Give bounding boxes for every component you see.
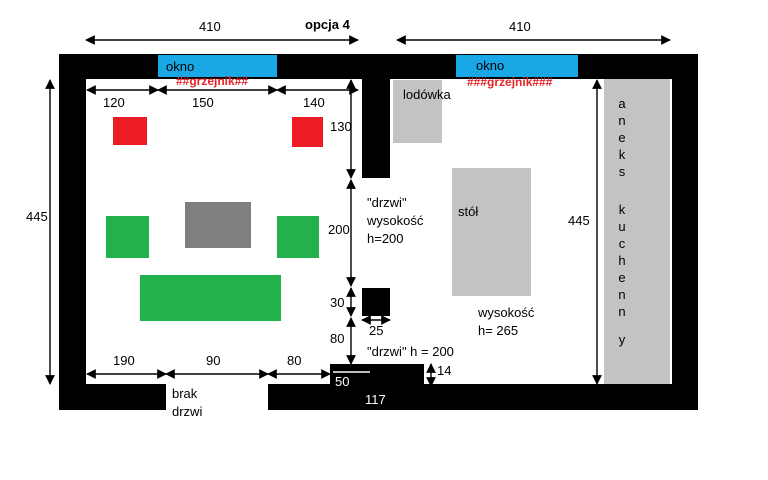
top-seg1-label: 120 <box>103 95 125 110</box>
top-left-width-label: 410 <box>199 19 221 34</box>
sofa <box>140 275 281 321</box>
table-label: stół <box>458 204 478 219</box>
outer-wall-left <box>59 54 86 410</box>
radiator-right <box>292 117 323 147</box>
right-room-height-label: 445 <box>568 213 590 228</box>
kitchen-letter: n <box>618 304 625 319</box>
post-height-label: 30 <box>330 295 344 310</box>
kitchen-label: a n e k s k u c h e n n y <box>618 96 626 347</box>
kitchen-letter: n <box>618 113 625 128</box>
top-seg3-label: 140 <box>303 95 325 110</box>
bottom-seg1-label: 190 <box>113 353 135 368</box>
door1-label-line1: "drzwi" <box>367 195 407 210</box>
kitchen-letter: k <box>619 202 626 217</box>
wall-upper-label: 130 <box>330 119 352 134</box>
kitchen-letter: c <box>619 236 626 251</box>
step-depth-label: 50 <box>335 374 349 389</box>
walls <box>59 54 698 410</box>
top-seg2-label: 150 <box>192 95 214 110</box>
kitchen-letter: y <box>619 332 626 347</box>
step-height-label: 14 <box>437 363 451 378</box>
dining-table <box>452 168 531 296</box>
kitchen-letter: s <box>619 164 626 179</box>
outer-wall-right <box>672 54 698 410</box>
left-window <box>158 55 277 77</box>
kitchen-letter: k <box>619 147 626 162</box>
bottom-seg3-label: 80 <box>287 353 301 368</box>
coffee-table <box>185 202 251 248</box>
step-block <box>330 364 424 386</box>
dimension-lines <box>45 35 671 387</box>
fridge <box>393 80 442 143</box>
ceiling-height-line2: h= 265 <box>478 323 518 338</box>
fridge-label: lodówka <box>403 87 451 102</box>
lower-gap-label: 80 <box>330 331 344 346</box>
outer-wall-bottom-left <box>59 384 166 410</box>
door1-label-line2: wysokość <box>366 213 424 228</box>
outer-wall-bottom-right <box>268 384 698 410</box>
no-door-label-line2: drzwi <box>172 404 202 419</box>
step-width-label: 117 <box>365 392 386 407</box>
kitchen-letter: e <box>618 130 625 145</box>
kitchen-letter: a <box>618 96 626 111</box>
partition-wall-upper <box>362 54 390 178</box>
door1-label-line3: h=200 <box>367 231 404 246</box>
radiator-left <box>113 117 147 145</box>
kitchen-letter: u <box>618 219 625 234</box>
right-window <box>456 55 578 77</box>
armchair-right <box>277 216 319 258</box>
left-room-height-label: 445 <box>26 209 48 224</box>
kitchen-counter <box>604 79 670 384</box>
bottom-seg2-label: 90 <box>206 353 220 368</box>
kitchen-letter: e <box>618 270 625 285</box>
ceiling-height-line1: wysokość <box>477 305 535 320</box>
post-width-label: 25 <box>369 323 383 338</box>
left-window-label: okno <box>166 59 194 74</box>
door2-label: "drzwi" h = 200 <box>367 344 454 359</box>
kitchen-letter: n <box>618 287 625 302</box>
no-door-label-line1: brak <box>172 386 198 401</box>
door-height-label: 200 <box>328 222 350 237</box>
partition-wall-post <box>362 288 390 316</box>
right-window-label: okno <box>476 58 504 73</box>
diagram-title: opcja 4 <box>305 17 351 32</box>
left-radiator-label: ##grzejnik## <box>176 74 248 88</box>
right-radiator-label: ###grzejnik### <box>467 75 553 89</box>
armchair-left <box>106 216 149 258</box>
kitchen-letter: h <box>618 253 625 268</box>
top-right-width-label: 410 <box>509 19 531 34</box>
